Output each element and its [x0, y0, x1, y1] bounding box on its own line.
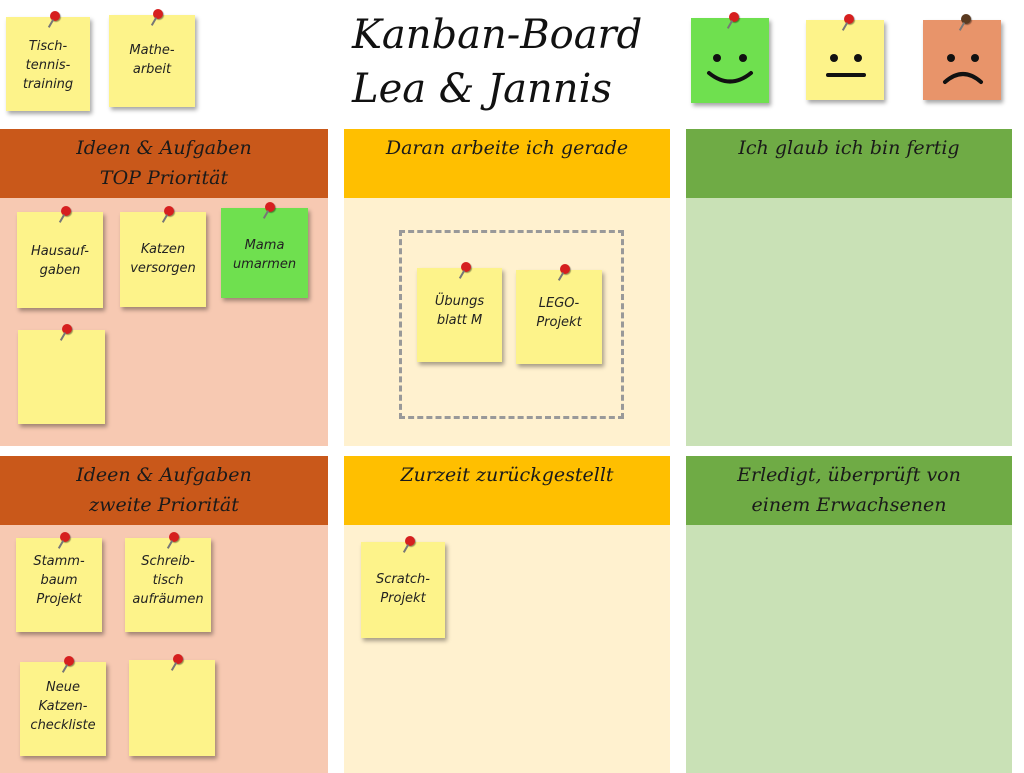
note-uebungsblatt[interactable]: Übungs blatt M [417, 262, 502, 362]
note-line: Stamm- [33, 554, 85, 569]
note-line: blatt M [436, 313, 483, 328]
note-stammbaum[interactable]: Stamm- baum Projekt [16, 532, 102, 632]
note-line: Tisch- [28, 39, 68, 54]
board-title-line2: Lea & Jannis [352, 66, 612, 112]
column-header-line: Zurzeit zurückgestellt [400, 464, 614, 486]
note-line: Schreib- [141, 554, 195, 569]
note-empty[interactable] [18, 324, 105, 424]
note-scratch-projekt[interactable]: Scratch- Projekt [361, 536, 445, 638]
note-line: tennis- [25, 58, 71, 73]
column-in-progress: Daran arbeite ich gerade [344, 129, 670, 446]
column-header-line: zweite Priorität [89, 494, 239, 516]
pin-icon [153, 9, 163, 19]
pin-icon [844, 14, 854, 24]
sad-face-icon [943, 54, 983, 84]
note-line: tisch [152, 573, 184, 588]
pin-icon [164, 206, 174, 216]
pin-icon [61, 206, 71, 216]
column-body [686, 525, 1012, 773]
column-header-line: TOP Priorität [99, 167, 229, 189]
pin-icon [60, 532, 70, 542]
column-header-line: einem Erwachsenen [751, 494, 947, 516]
note-mama-umarmen[interactable]: Mama umarmen [221, 202, 308, 298]
column-maybe-done: Ich glaub ich bin fertig [686, 129, 1012, 446]
pin-icon [64, 656, 74, 666]
board-title: Kanban-Board Lea & Jannis [352, 8, 672, 116]
note-line: Projekt [380, 591, 426, 606]
pin-icon [50, 11, 60, 21]
mood-neutral-note[interactable] [806, 14, 884, 100]
column-header: Zurzeit zurückgestellt [344, 456, 670, 525]
pin-icon [729, 12, 739, 22]
note-line: Neue [46, 680, 80, 695]
note-katzen-checkliste[interactable]: Neue Katzen- checkliste [20, 656, 106, 756]
note-line: aufräumen [132, 592, 204, 607]
column-header-line: Ideen & Aufgaben [76, 464, 252, 486]
note-line: umarmen [232, 257, 297, 272]
pin-icon [265, 202, 275, 212]
column-header: Ideen & Aufgaben zweite Priorität [0, 456, 328, 525]
pin-icon [405, 536, 415, 546]
mood-sad-note[interactable] [923, 14, 1001, 100]
column-body [686, 198, 1012, 446]
pin-icon [169, 532, 179, 542]
column-header-line: Ideen & Aufgaben [76, 137, 252, 159]
wip-limit-box [399, 230, 624, 419]
note-line: Hausauf- [31, 244, 89, 259]
happy-face-icon [707, 54, 753, 84]
note-lego-projekt[interactable]: LEGO- Projekt [516, 264, 602, 364]
pin-icon [461, 262, 471, 272]
note-line: baum [40, 573, 78, 588]
note-line: gaben [39, 263, 81, 278]
note-line: checkliste [30, 718, 96, 733]
note-line: Mathe- [129, 43, 175, 58]
note-mathearbeit[interactable]: Mathe- arbeit [109, 9, 195, 107]
note-line: Scratch- [376, 572, 430, 587]
column-header: Daran arbeite ich gerade [344, 129, 670, 198]
pin-icon [560, 264, 570, 274]
column-header-line: Erledigt, überprüft von [737, 464, 961, 486]
note-line: Projekt [36, 592, 82, 607]
note-line: Projekt [536, 315, 582, 330]
column-verified-done: Erledigt, überprüft von einem Erwachsene… [686, 456, 1012, 773]
note-line: training [22, 77, 74, 92]
column-header: Erledigt, überprüft von einem Erwachsene… [686, 456, 1012, 525]
column-body [344, 198, 670, 446]
note-line: Mama [244, 238, 285, 253]
pin-icon [62, 324, 72, 334]
note-line: versorgen [130, 261, 196, 276]
note-tischtennis[interactable]: Tisch- tennis- training [6, 11, 90, 111]
column-header: Ideen & Aufgaben TOP Priorität [0, 129, 328, 198]
note-line: LEGO- [538, 296, 580, 311]
column-header-line: Daran arbeite ich gerade [385, 137, 629, 159]
note-schreibtisch[interactable]: Schreib- tisch aufräumen [125, 532, 211, 632]
neutral-face-icon [826, 54, 866, 77]
note-line: Übungs [434, 294, 485, 309]
note-katzen-versorgen[interactable]: Katzen versorgen [120, 206, 206, 307]
note-hausaufgaben[interactable]: Hausauf- gaben [17, 206, 103, 308]
mood-happy-note[interactable] [691, 12, 769, 103]
column-header-line: Ich glaub ich bin fertig [738, 137, 960, 159]
note-line: Katzen [140, 242, 186, 257]
note-empty[interactable] [129, 654, 215, 756]
board-title-line1: Kanban-Board [352, 12, 643, 58]
note-line: arbeit [132, 62, 172, 77]
note-line: Katzen- [38, 699, 88, 714]
column-header: Ich glaub ich bin fertig [686, 129, 1012, 198]
pin-icon [173, 654, 183, 664]
pin-icon [961, 14, 971, 24]
